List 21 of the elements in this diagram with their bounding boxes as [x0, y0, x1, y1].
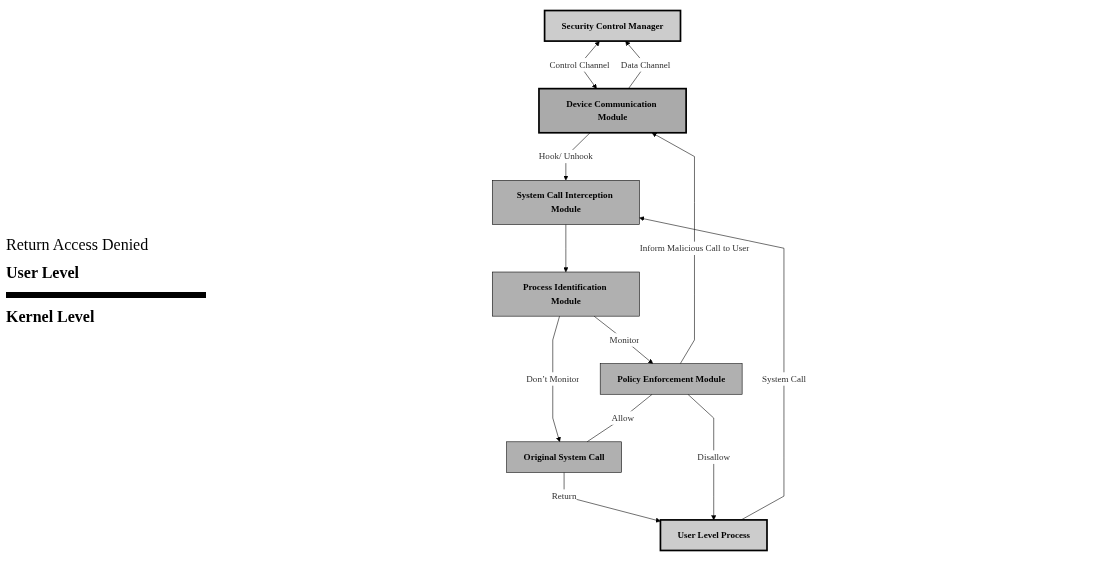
edge-label: Hook/ Unhook	[539, 151, 594, 162]
node-box: System Call Interception Module	[492, 180, 641, 225]
edge-label: Data Channel	[621, 59, 671, 70]
edge-label: Allow	[611, 412, 635, 423]
edge-label: Control Channel	[549, 59, 610, 70]
node-box: Device Communication Module	[538, 87, 688, 134]
node-box: User Level Process	[659, 519, 769, 552]
level-label: User Level	[6, 263, 80, 282]
node-box: Security Control Manager	[544, 9, 682, 42]
edge-label: Inform Malicious Call to User	[640, 243, 750, 253]
note-label: Return Access Denied	[6, 235, 150, 254]
edge-label: Monitor	[610, 334, 640, 345]
edge-label: Return	[552, 491, 577, 501]
node-box: Process Identification Module	[492, 271, 641, 317]
level-label: Kernel Level	[6, 307, 96, 326]
edge-label: System Call	[762, 373, 807, 384]
edge-label: Disallow	[697, 451, 731, 462]
connector	[587, 393, 653, 443]
edge-label: Don’t Monitor	[526, 373, 580, 384]
node-box: Policy Enforcement Module	[600, 363, 743, 395]
node-box: Original System Call	[506, 441, 623, 473]
